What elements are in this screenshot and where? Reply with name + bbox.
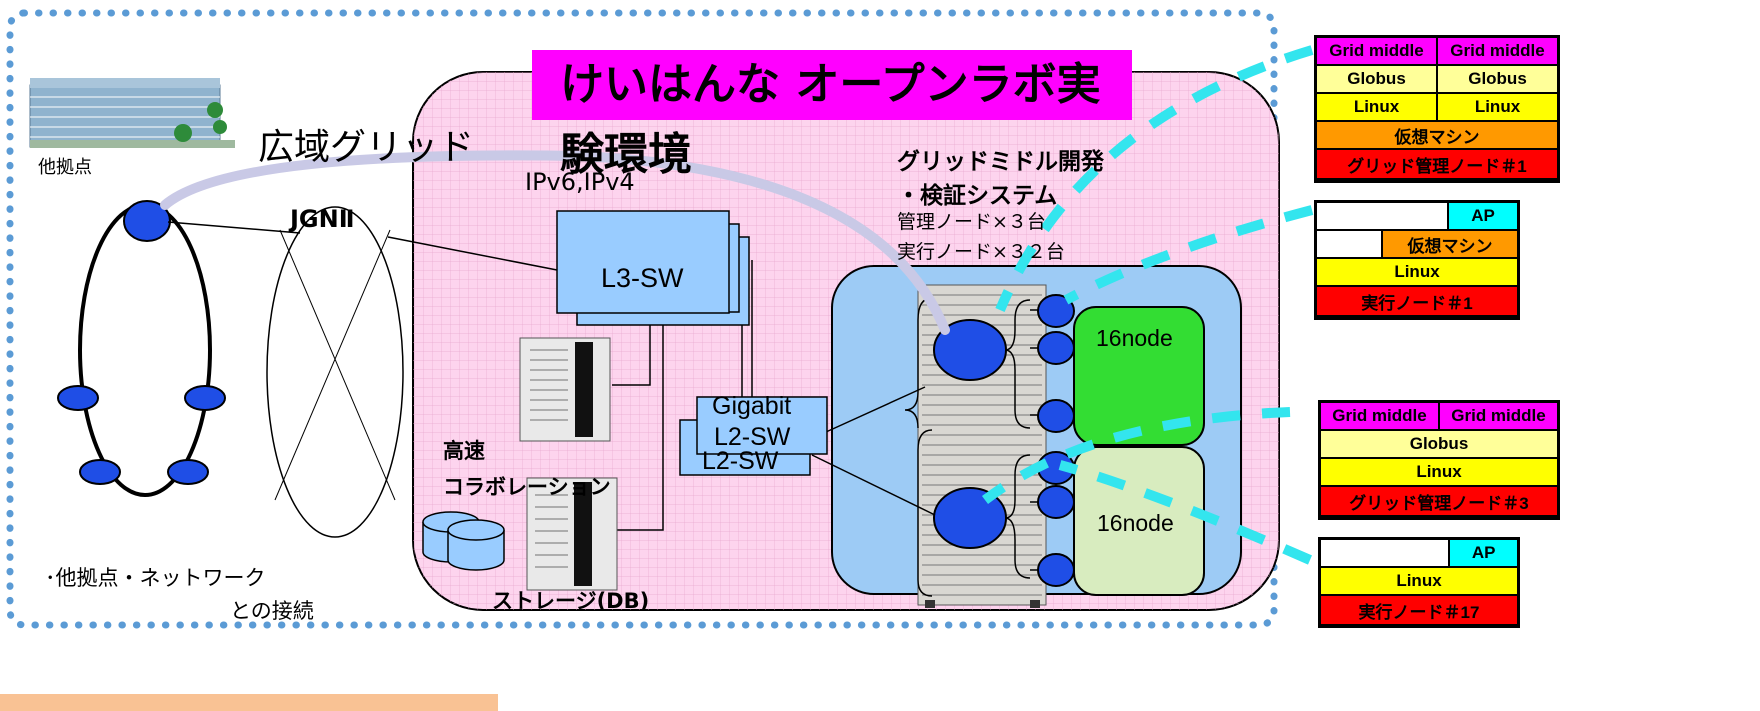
vm-cell: 仮想マシン bbox=[1383, 231, 1517, 257]
ap-cell: AP bbox=[1450, 540, 1517, 566]
node-name-cell: 実行ノード＃17 bbox=[1321, 596, 1517, 624]
l2-switch-label: L2-SW bbox=[714, 423, 790, 452]
node-5 bbox=[1038, 486, 1074, 518]
highspeed-label-line1: 高速 bbox=[443, 435, 485, 465]
stack-exec-node-1: AP 仮想マシン Linux 実行ノード＃1 bbox=[1314, 200, 1520, 320]
connection-label-line2: との接続 bbox=[230, 595, 314, 625]
ring-node-left-upper bbox=[58, 386, 98, 410]
ap-cell: AP bbox=[1449, 203, 1517, 229]
globus-cell: Globus bbox=[1438, 66, 1557, 92]
vm-cell: 仮想マシン bbox=[1317, 122, 1557, 148]
ring-node-left-lower bbox=[80, 460, 120, 484]
node-3 bbox=[1038, 400, 1074, 432]
node-name-cell: 実行ノード＃1 bbox=[1317, 287, 1517, 315]
jgn-network-ellipse bbox=[267, 207, 403, 537]
mgmt-nodes-label: 管理ノード×３台 bbox=[897, 207, 1046, 234]
connection-label-line1: ･他拠点・ネットワーク bbox=[45, 562, 266, 592]
l3-switch-label: L3-SW bbox=[601, 263, 684, 294]
grid-middle-cell: Grid middle bbox=[1438, 38, 1557, 64]
l3-switch-box bbox=[557, 211, 729, 313]
stack-exec-node-17: AP Linux 実行ノード＃17 bbox=[1318, 537, 1520, 628]
node-6 bbox=[1038, 554, 1074, 586]
globus-cell: Globus bbox=[1321, 431, 1557, 457]
grid-middle-cell: Grid middle bbox=[1440, 403, 1557, 429]
linux-cell: Linux bbox=[1438, 94, 1557, 120]
exec-nodes-label: 実行ノード×３２台 bbox=[897, 237, 1065, 264]
linux-cell: Linux bbox=[1317, 259, 1517, 285]
other-site-label: 他拠点 bbox=[38, 153, 92, 179]
wide-area-ring bbox=[80, 205, 210, 495]
node-name-cell: グリッド管理ノード＃1 bbox=[1317, 150, 1557, 178]
storage-label: ストレージ(DB) bbox=[492, 585, 649, 615]
linux-cell: Linux bbox=[1321, 459, 1557, 485]
gigabit-label: Gigabit bbox=[712, 392, 791, 421]
node-group-1-label: 16node bbox=[1096, 325, 1173, 352]
bottom-caption-strip bbox=[0, 694, 498, 711]
linux-cell: Linux bbox=[1317, 94, 1438, 120]
node-2 bbox=[1038, 332, 1074, 364]
linux-cell: Linux bbox=[1321, 568, 1517, 594]
server-tower-icon bbox=[520, 338, 610, 441]
node-name-cell: グリッド管理ノード＃3 bbox=[1321, 487, 1557, 515]
grid-dev-title-line1: グリッドミドル開発 bbox=[897, 142, 1104, 176]
building-icon bbox=[30, 78, 235, 148]
ring-node-right-lower bbox=[168, 460, 208, 484]
grid-middle-cell: Grid middle bbox=[1317, 38, 1438, 64]
stack-mgmt-node-3: Grid middle Grid middle Globus Linux グリッ… bbox=[1318, 400, 1560, 520]
ip-versions-label: IPv6,IPv4 bbox=[525, 168, 635, 196]
highspeed-label-line2: コラボレーション bbox=[443, 471, 611, 501]
empty-cell bbox=[1317, 231, 1383, 257]
grid-middle-cell: Grid middle bbox=[1321, 403, 1440, 429]
page-title: けいはんな オープンラボ実験環境 bbox=[532, 50, 1132, 120]
node-group-2-label: 16node bbox=[1097, 510, 1174, 537]
stack-mgmt-node-1: Grid middle Grid middle Globus Globus Li… bbox=[1314, 35, 1560, 183]
jgn-label: JGNⅡ bbox=[290, 205, 355, 233]
empty-cell bbox=[1317, 203, 1449, 229]
wide-area-grid-label: 広域グリッド bbox=[258, 118, 474, 170]
grid-dev-title-line2: ・検証システム bbox=[897, 176, 1057, 210]
ring-node-right-upper bbox=[185, 386, 225, 410]
globus-cell: Globus bbox=[1317, 66, 1438, 92]
empty-cell bbox=[1321, 540, 1450, 566]
